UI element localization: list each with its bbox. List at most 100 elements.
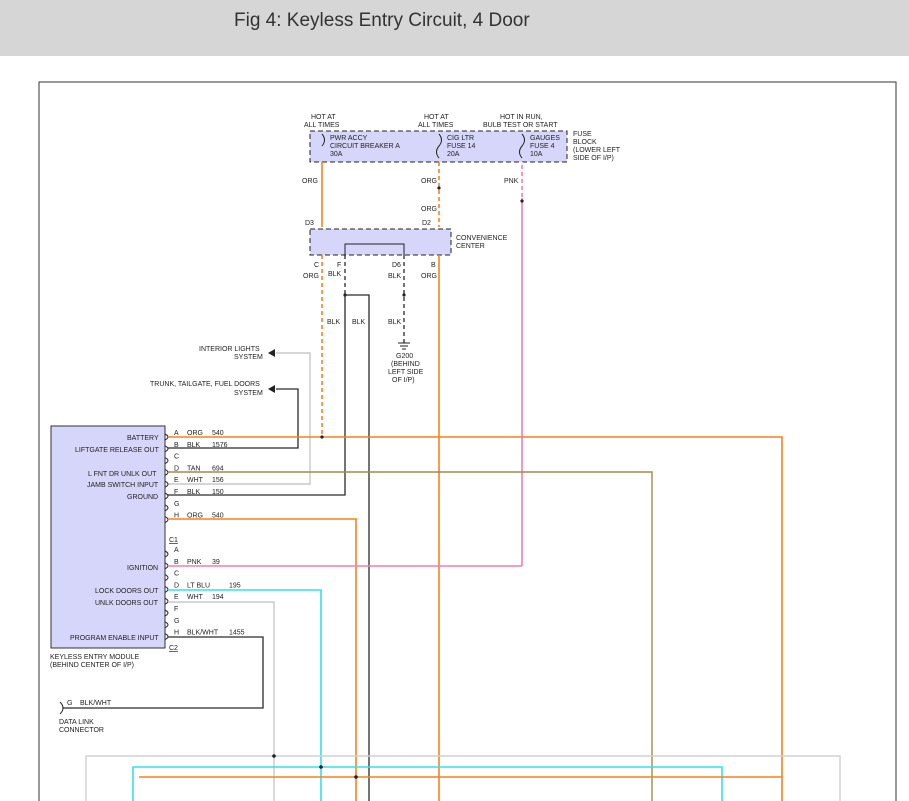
hot-label-1b: ALL TIMES: [304, 122, 340, 129]
c2-pin-b-circuit: 1576: [212, 442, 228, 449]
splice-dot: [520, 199, 524, 203]
blk-splice-label-2: BLK: [352, 319, 366, 326]
dlc-label-2: CONNECTOR: [59, 727, 104, 734]
func-lfnt-unlk: L FNT DR UNLK OUT: [88, 471, 157, 478]
module-label-2: (BEHIND CENTER OF I/P): [50, 662, 134, 669]
c1-pin-a-symbol: [164, 550, 169, 558]
wire-blk-trunk: [168, 388, 299, 449]
c2-pin-b-color: BLK: [187, 442, 201, 449]
dlc-pin: G: [67, 700, 72, 707]
cc-label-1: CONVENIENCE: [456, 235, 508, 242]
fuse-block-label-1: FUSE: [573, 131, 592, 138]
c2-pin-f-color: BLK: [187, 489, 201, 496]
cc-pin-f: F: [337, 262, 341, 269]
splice-dot: [354, 775, 358, 779]
wire-label-pnk: PNK: [504, 178, 519, 185]
hot-label-1: HOT AT: [311, 114, 336, 121]
c2-pin-a-letter: A: [174, 430, 179, 437]
c1-pin-b-letter: B: [174, 559, 179, 566]
c2-pin-e-circuit: 156: [212, 477, 224, 484]
wire-blk-splice-right: [345, 294, 370, 801]
c2-pin-e-color: WHT: [187, 477, 204, 484]
convenience-center: [309, 228, 452, 256]
c1-pin-g-symbol: [164, 621, 169, 629]
cc-internal-bus: [344, 243, 405, 255]
c2-pin-h-letter: H: [174, 513, 179, 520]
module-label-1: KEYLESS ENTRY MODULE: [50, 654, 140, 661]
c2-pin-g-letter: G: [174, 501, 179, 508]
wire-wht-interior: [168, 352, 311, 485]
ground-label-2: (BEHIND: [391, 361, 420, 368]
keyless-entry-module: [50, 425, 166, 649]
wire-ltblu-lock: [168, 589, 322, 801]
func-ground: GROUND: [127, 494, 158, 501]
data-link-connector-symbol: [59, 701, 64, 715]
c1-pin-f-symbol: [164, 609, 169, 617]
func-lock: LOCK DOORS OUT: [95, 588, 159, 595]
fuse-block-label-3: (LOWER LEFT: [573, 147, 621, 154]
fuse-14-symbol: [436, 133, 442, 159]
c1-pin-g-letter: G: [174, 618, 179, 625]
splice-dot: [319, 765, 323, 769]
harness-ltblu-bus: [132, 766, 723, 801]
c2-pin-b-letter: B: [174, 442, 179, 449]
breaker-symbol: [321, 133, 325, 147]
blk-splice-label-1: BLK: [327, 319, 341, 326]
c2-pin-e-symbol: [164, 480, 169, 488]
c1-pin-d-letter: D: [174, 582, 179, 589]
hot-label-3: HOT IN RUN,: [500, 114, 543, 121]
c2-pin-f-symbol: [164, 492, 169, 500]
cc-wire-org-b: ORG: [421, 273, 437, 280]
fuse-14-name: CIG LTR: [447, 135, 474, 142]
c1-pin-d-color: LT BLU: [187, 582, 210, 589]
wire-blk-ground: [168, 295, 346, 496]
wire-label-org-3: ORG: [421, 206, 437, 213]
ground-label-3: LEFT SIDE: [388, 369, 424, 376]
trunk-label-2: SYSTEM: [234, 390, 263, 397]
c1-pin-h-color: BLK/WHT: [187, 630, 219, 637]
splice-dot: [402, 293, 406, 297]
hot-label-2b: ALL TIMES: [418, 122, 454, 129]
wire-org-h: [168, 518, 357, 801]
c2-pin-d-color: TAN: [187, 465, 200, 472]
func-battery: BATTERY: [127, 435, 159, 442]
ground-label-4: OF I/P): [392, 377, 415, 384]
hot-label-3b: BULB TEST OR START: [483, 122, 558, 129]
diagram-frame: [38, 81, 897, 801]
harness-grey-outline: [85, 755, 841, 801]
c2-label: C2: [169, 645, 178, 652]
c1-pin-e-color: WHT: [187, 594, 204, 601]
wire-tan-lfnt: [168, 471, 653, 801]
dlc-wire: BLK/WHT: [80, 700, 112, 707]
c2-pin-c-symbol: [164, 457, 169, 465]
cc-label-2: CENTER: [456, 243, 485, 250]
c1-pin-b-circuit: 39: [212, 559, 220, 566]
wire-org-battery: [168, 436, 783, 801]
func-liftgate: LIFTGATE RELEASE OUT: [75, 447, 160, 454]
cc-pin-d3: D3: [305, 220, 314, 227]
func-program: PROGRAM ENABLE INPUT: [70, 635, 159, 642]
c1-pin-f-letter: F: [174, 606, 178, 613]
cc-pin-b: B: [431, 262, 436, 269]
cc-wire-blk-f: BLK: [328, 271, 342, 278]
fuse-14-rating: 20A: [447, 151, 460, 158]
c1-pin-e-symbol: [164, 597, 169, 605]
page-title: Fig 4: Keyless Entry Circuit, 4 Door: [234, 10, 530, 31]
cc-wire-blk-d6: BLK: [388, 273, 402, 280]
c2-pin-f-circuit: 150: [212, 489, 224, 496]
c2-pin-b-symbol: [164, 445, 169, 453]
cc-pin-d2: D2: [422, 220, 431, 227]
fuse-4-symbol: [519, 133, 525, 159]
func-ignition: IGNITION: [127, 565, 158, 572]
cc-wire-org-c: ORG: [303, 273, 319, 280]
fuse-4-type: FUSE 4: [530, 143, 555, 150]
wire-blkwht-program: [63, 636, 264, 709]
cc-pin-d6: D6: [392, 262, 401, 269]
blk-ground-label: BLK: [388, 319, 402, 326]
dlc-label-1: DATA LINK: [59, 719, 94, 726]
title-bar: Fig 4: Keyless Entry Circuit, 4 Door: [0, 0, 909, 56]
breaker-a-name: PWR ACCY: [330, 135, 368, 142]
